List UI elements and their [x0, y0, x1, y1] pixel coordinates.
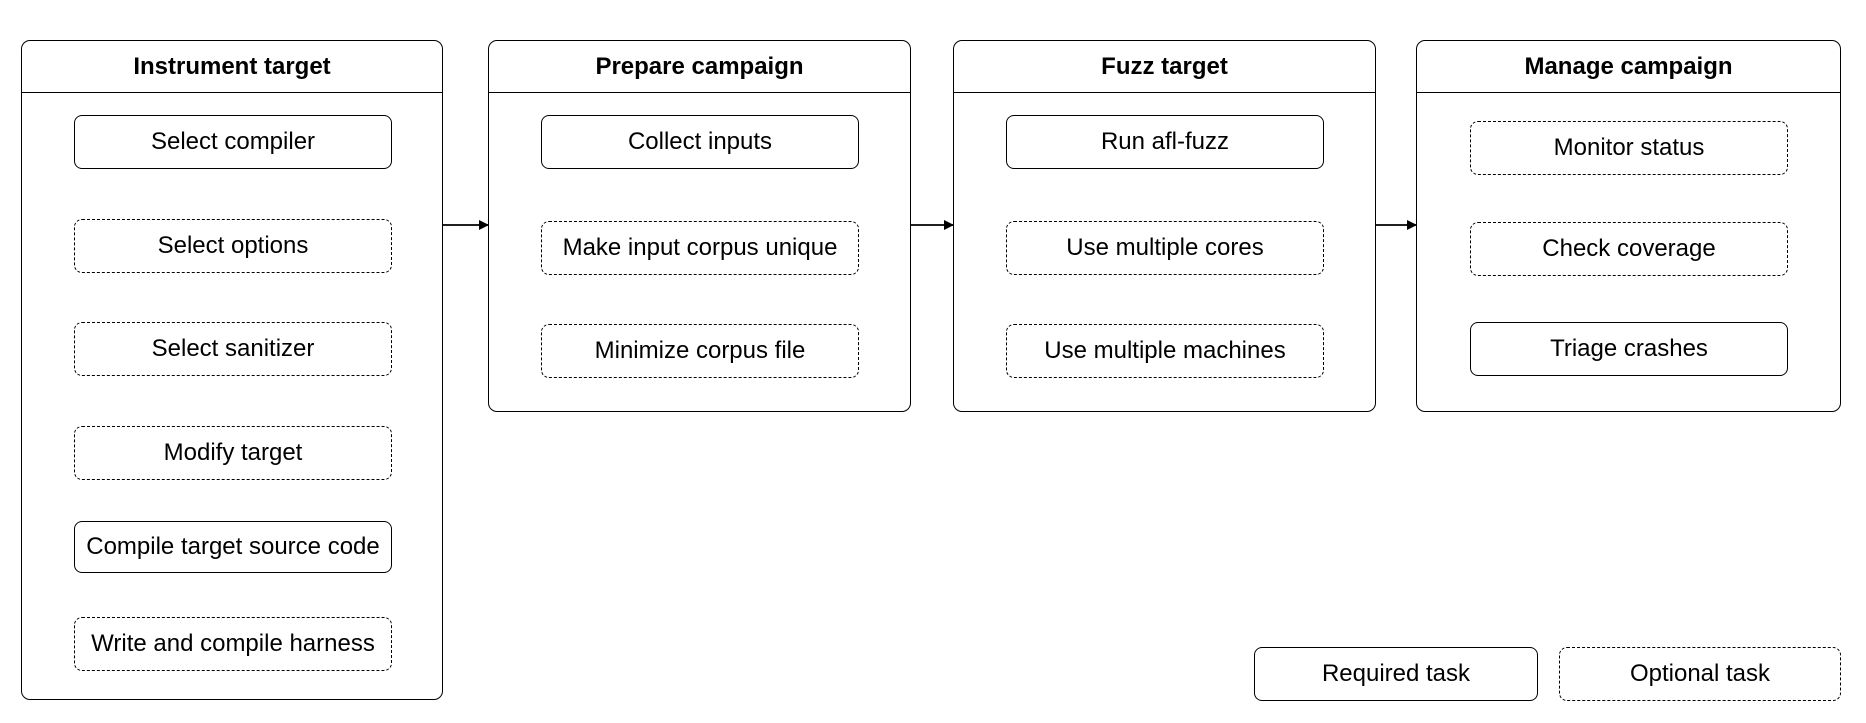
stage-title: Fuzz target: [954, 41, 1375, 93]
task-make-input-corpus-unique: Make input corpus unique: [541, 221, 859, 275]
task-compile-target-source-code: Compile target source code: [74, 521, 392, 573]
task-select-compiler: Select compiler: [74, 115, 392, 169]
stage-title: Manage campaign: [1417, 41, 1840, 93]
task-use-multiple-machines: Use multiple machines: [1006, 324, 1324, 378]
task-use-multiple-cores: Use multiple cores: [1006, 221, 1324, 275]
task-select-options: Select options: [74, 219, 392, 273]
task-write-and-compile-harness: Write and compile harness: [74, 617, 392, 671]
task-select-sanitizer: Select sanitizer: [74, 322, 392, 376]
legend-required-task: Required task: [1254, 647, 1538, 701]
task-minimize-corpus-file: Minimize corpus file: [541, 324, 859, 378]
task-check-coverage: Check coverage: [1470, 222, 1788, 276]
task-monitor-status: Monitor status: [1470, 121, 1788, 175]
task-triage-crashes: Triage crashes: [1470, 322, 1788, 376]
legend-optional-task: Optional task: [1559, 647, 1841, 701]
stage-title: Prepare campaign: [489, 41, 910, 93]
task-modify-target: Modify target: [74, 426, 392, 480]
task-collect-inputs: Collect inputs: [541, 115, 859, 169]
stage-title: Instrument target: [22, 41, 442, 93]
task-run-afl-fuzz: Run afl-fuzz: [1006, 115, 1324, 169]
